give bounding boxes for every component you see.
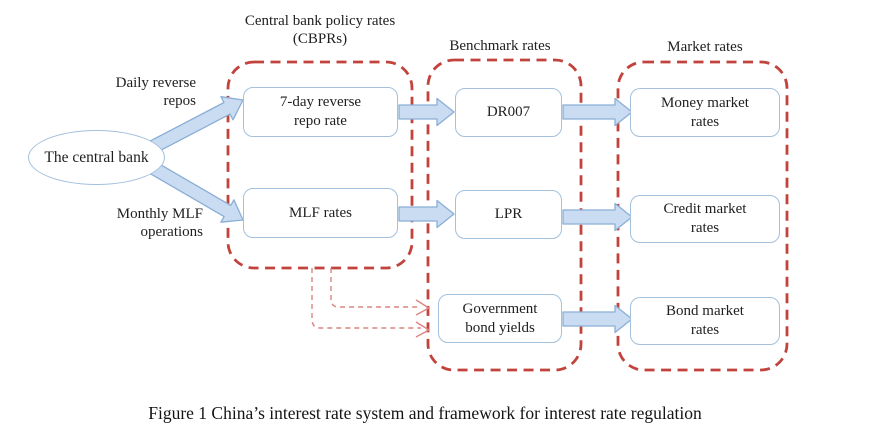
arrow-lpr-to-credit-icon [562,202,633,232]
node-bond-market-rates-label: Bond market rates [666,303,744,338]
arrow-repo7d-to-dr007-icon [398,97,455,127]
node-bond-market-rates: Bond market rates [630,297,780,345]
node-dr007: DR007 [455,88,562,137]
arrow-bank-to-mlf-icon [146,159,244,223]
node-mlf-rates-label: MLF rates [289,204,352,221]
arrow-dr007-to-money-icon [562,97,633,127]
flow-label-monthly-mlf-text: Monthly MLF operations [116,206,203,240]
flow-label-monthly-mlf: Monthly MLF operations [103,205,203,241]
node-lpr-label: LPR [494,206,523,222]
node-credit-market-rates: Credit market rates [630,195,780,243]
column-header-cbpr-label: Central bank policy rates (CBPRs) [244,13,396,47]
cbpr-group-outline [226,60,414,270]
node-lpr: LPR [455,190,562,239]
arrow-bank-to-repo7d-icon [145,96,244,156]
arrow-govbond-to-bond-icon [562,304,633,334]
dashed-connector-upper-arrowhead-icon [415,299,431,316]
node-government-bond-yields-label: Government bond yields [462,300,538,336]
market-group-outline [616,60,789,372]
figure-caption-text: Figure 1 China’s interest rate system an… [148,403,702,423]
node-7day-reverse-repo-label: 7-day reverse repo rate [279,94,362,129]
column-header-cbpr: Central bank policy rates (CBPRs) [228,12,412,48]
central-bank-label: The central bank [44,148,149,166]
arrow-mlf-to-lpr-icon [398,199,455,229]
node-money-market-rates: Money market rates [630,88,780,137]
figure-caption: Figure 1 China’s interest rate system an… [0,403,850,424]
node-credit-market-rates-label: Credit market rates [663,201,747,236]
column-header-benchmark: Benchmark rates [420,37,580,55]
node-mlf-rates: MLF rates [243,188,398,238]
central-bank-node: The central bank [28,130,165,185]
dashed-connector-lower-arrowhead-icon [415,321,431,338]
node-dr007-label: DR007 [486,104,531,120]
dashed-connector-upper [330,268,421,308]
column-header-market: Market rates [625,38,785,56]
node-government-bond-yields: Government bond yields [438,294,562,343]
node-money-market-rates-label: Money market rates [661,94,749,130]
column-header-market-label: Market rates [667,39,743,55]
node-7day-reverse-repo: 7-day reverse repo rate [243,87,398,137]
column-header-benchmark-label: Benchmark rates [449,38,551,54]
flow-label-daily-repos-text: Daily reverse repos [115,75,196,109]
flow-label-daily-repos: Daily reverse repos [96,74,196,110]
dashed-connector-lower [311,268,421,329]
